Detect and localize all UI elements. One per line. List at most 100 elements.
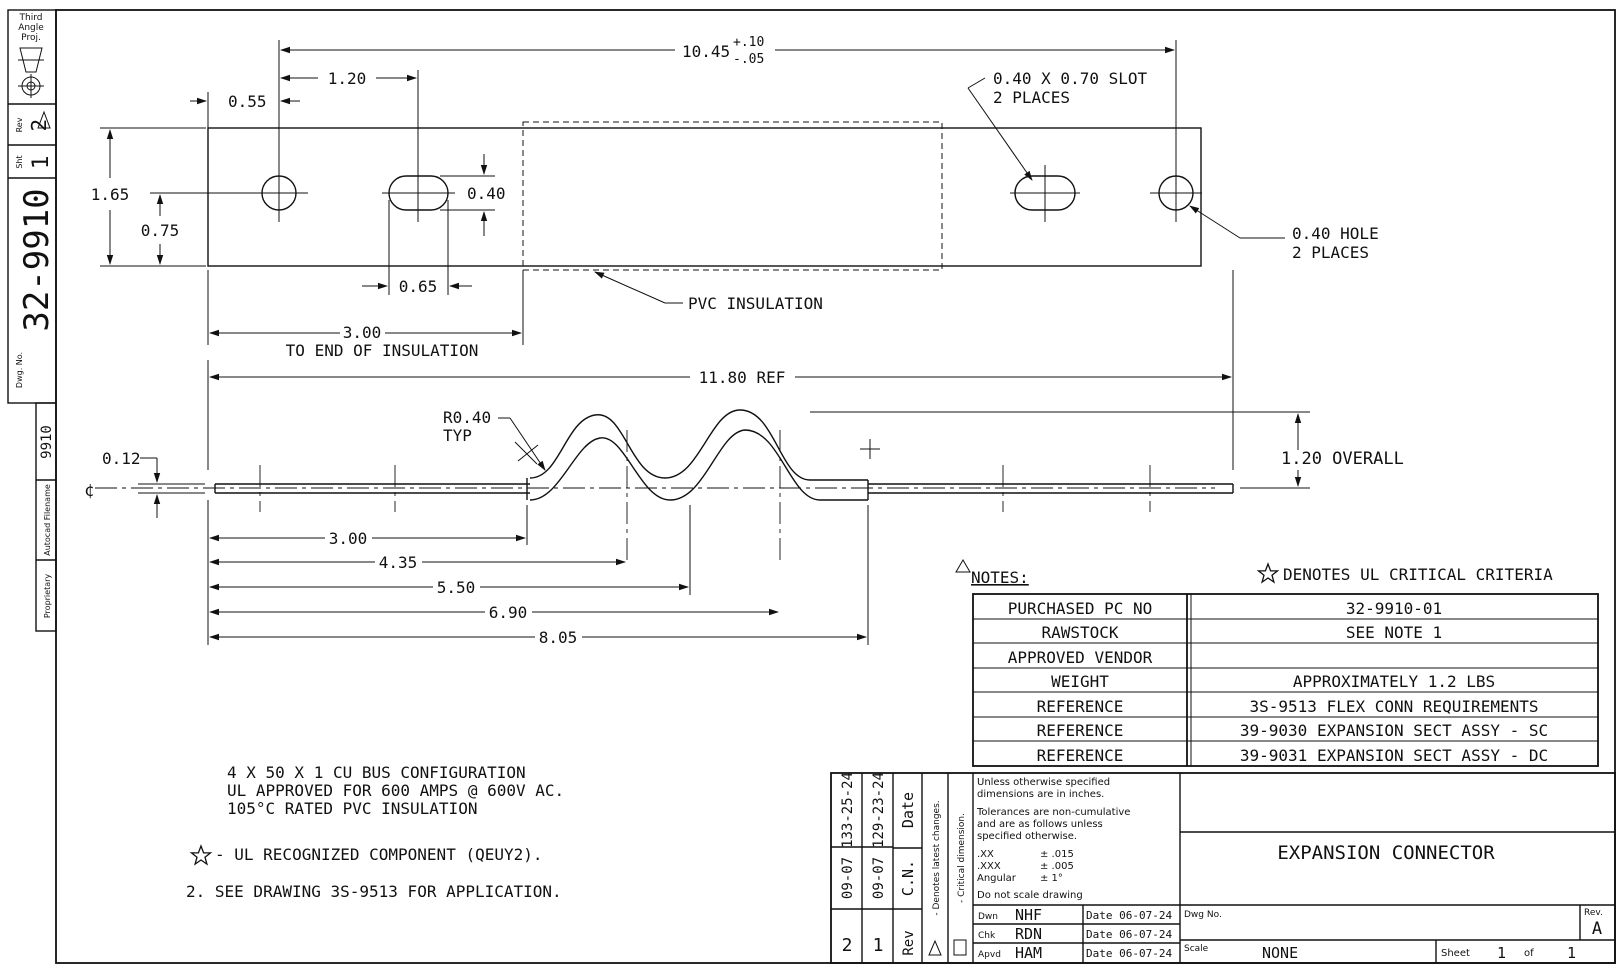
tolerance-xx-label: .XX <box>977 849 994 860</box>
projection-label-2: Angle <box>18 23 44 33</box>
revision-2-number: 2 <box>842 935 853 956</box>
rev-column-header: Rev <box>901 930 917 955</box>
dim-bend-4: 6.90 <box>489 603 528 622</box>
bar-outline-top <box>207 127 1202 267</box>
projection-label-1: Third <box>19 13 43 23</box>
strip-dwg-number: 32-9910 <box>17 188 57 331</box>
dim-bar-width: 1.65 <box>91 185 130 204</box>
spec-label-pc-no: PURCHASED PC NO <box>1008 599 1153 618</box>
slot-left <box>388 175 449 211</box>
spec-table: PURCHASED PC NO 32-9910-01 RAWSTOCK SEE … <box>972 593 1599 767</box>
sheet-of-label: of <box>1524 948 1534 959</box>
top-view <box>207 121 1202 271</box>
ul-critical-note: DENOTES UL CRITICAL CRITERIA <box>1283 565 1553 584</box>
sign-approved-date: Date 06-07-24 <box>1086 947 1172 960</box>
centerline-mark: ¢ <box>84 481 94 501</box>
strip-proprietary-label: Proprietary <box>43 574 52 619</box>
legend-critical-dimension: - Critical dimension. <box>957 813 967 903</box>
dwg-no-label: Dwg No. <box>1184 910 1222 920</box>
title-block: 2 1 Rev 09-07 09-07 133-25-24 129-23-24 … <box>830 772 1616 964</box>
left-info-strip <box>7 9 57 404</box>
spec-value-reference-3: 39-9031 EXPANSION SECT ASSY - DC <box>1240 746 1548 765</box>
scale-value: NONE <box>1262 944 1298 962</box>
cn-column-header: C.N. <box>899 860 917 896</box>
tolerance-xx-value: ± .015 <box>1040 849 1074 860</box>
spec-value-reference-1: 3S-9513 FLEX CONN REQUIREMENTS <box>1250 697 1539 716</box>
spec-value-rawstock: SEE NOTE 1 <box>1346 623 1442 642</box>
tolerance-xxx-label: .XXX <box>977 861 1001 872</box>
application-note: 2. SEE DRAWING 3S-9513 FOR APPLICATION. <box>186 882 562 901</box>
dim-insulation-start: 3.00 <box>343 323 382 342</box>
bend-profile-outer <box>529 409 868 481</box>
config-note-1: 4 X 50 X 1 CU BUS CONFIGURATION <box>227 763 526 782</box>
spec-value-weight: APPROXIMATELY 1.2 LBS <box>1293 672 1495 691</box>
rev-delta-icon <box>37 110 51 129</box>
slot-callout-size: 0.40 X 0.70 SLOT <box>993 69 1147 88</box>
sign-drawn-role: Dwn <box>978 912 998 922</box>
revision-2-date: 133-25-24 <box>840 772 856 848</box>
sign-drawn-name: NHF <box>1015 906 1042 924</box>
spec-label-vendor: APPROVED VENDOR <box>1008 648 1153 667</box>
sign-checked-name: RDN <box>1015 925 1042 943</box>
projection-label-3: Proj. <box>21 33 41 43</box>
date-column-header: Date <box>899 792 917 828</box>
notes-heading: NOTES: <box>971 568 1029 587</box>
slot-callout-count: 2 PLACES <box>993 88 1070 107</box>
no-scale-note: Do not scale drawing <box>977 890 1083 901</box>
strip-filename-value: 9910 <box>39 425 55 459</box>
sheet-number: 1 <box>1497 944 1506 962</box>
drawing-title: EXPANSION CONNECTOR <box>1277 842 1495 864</box>
insulation-note: TO END OF INSULATION <box>286 341 479 360</box>
hole-callout-size: 0.40 HOLE <box>1292 224 1379 243</box>
spec-label-reference-3: REFERENCE <box>1037 746 1124 765</box>
dim-thickness: 0.12 <box>102 449 141 468</box>
radius-callout: R0.40 <box>443 408 491 427</box>
hole-callout-count: 2 PLACES <box>1292 243 1369 262</box>
radius-callout-typ: TYP <box>443 426 472 445</box>
strip-sheet-label: Sht <box>15 155 24 168</box>
spec-label-reference-1: REFERENCE <box>1037 697 1124 716</box>
strip-rev-label: Rev <box>15 117 24 132</box>
side-view <box>95 409 1234 560</box>
tolerance-line-2: dimensions are in inches. <box>977 789 1104 800</box>
ul-recognized-star-icon <box>190 845 212 865</box>
dim-bend-2: 4.35 <box>379 553 418 572</box>
dim-slot-width: 0.40 <box>467 184 506 203</box>
dim-overall-length: 10.45 <box>682 42 730 61</box>
tolerance-line-3: Tolerances are non-cumulative <box>976 807 1130 818</box>
strip-dwg-label: Dwg. No. <box>15 352 24 388</box>
tolerance-xxx-value: ± .005 <box>1040 861 1074 872</box>
dim-reference-length: 11.80 REF <box>699 368 786 387</box>
sign-drawn-date: Date 06-07-24 <box>1086 909 1172 922</box>
dim-bend-1: 3.00 <box>329 529 368 548</box>
dim-edge-to-hole: 0.55 <box>228 92 267 111</box>
spec-label-weight: WEIGHT <box>1051 672 1109 691</box>
sign-approved-name: HAM <box>1015 944 1042 962</box>
tolerance-line-1: Unless otherwise specified <box>977 777 1110 788</box>
strip-filename-label: Autocad Filename <box>43 484 52 556</box>
spec-value-reference-2: 39-9030 EXPANSION SECT ASSY - SC <box>1240 721 1548 740</box>
left-filename-strip <box>35 402 57 632</box>
tolerance-angular-label: Angular <box>977 873 1017 884</box>
rev-value: A <box>1592 919 1602 939</box>
config-note-2: UL APPROVED FOR 600 AMPS @ 600V AC. <box>227 781 564 800</box>
sign-approved-role: Apvd <box>978 950 1001 960</box>
tolerance-line-5: specified otherwise. <box>977 831 1077 842</box>
tolerance-line-4: and are as follows unless <box>977 819 1103 830</box>
revision-1-date: 129-23-24 <box>871 772 887 848</box>
rev-label: Rev. <box>1584 908 1603 918</box>
revision-1-cn: 09-07 <box>871 857 887 899</box>
dim-hole-to-slot: 1.20 <box>328 69 367 88</box>
bend-profile-inner <box>529 429 868 501</box>
dim-tolerance-plus: +.10 <box>733 35 764 50</box>
sheet-border <box>55 9 1616 964</box>
dim-slot-length: 0.65 <box>399 277 438 296</box>
third-angle-projection-icon <box>18 47 44 98</box>
config-note-3: 105°C RATED PVC INSULATION <box>227 799 477 818</box>
latest-change-delta-icon <box>928 939 942 956</box>
critical-dimension-box-icon <box>953 939 967 956</box>
strip-sheet-value: 1 <box>29 155 54 169</box>
ul-critical-star-icon <box>1257 563 1279 583</box>
